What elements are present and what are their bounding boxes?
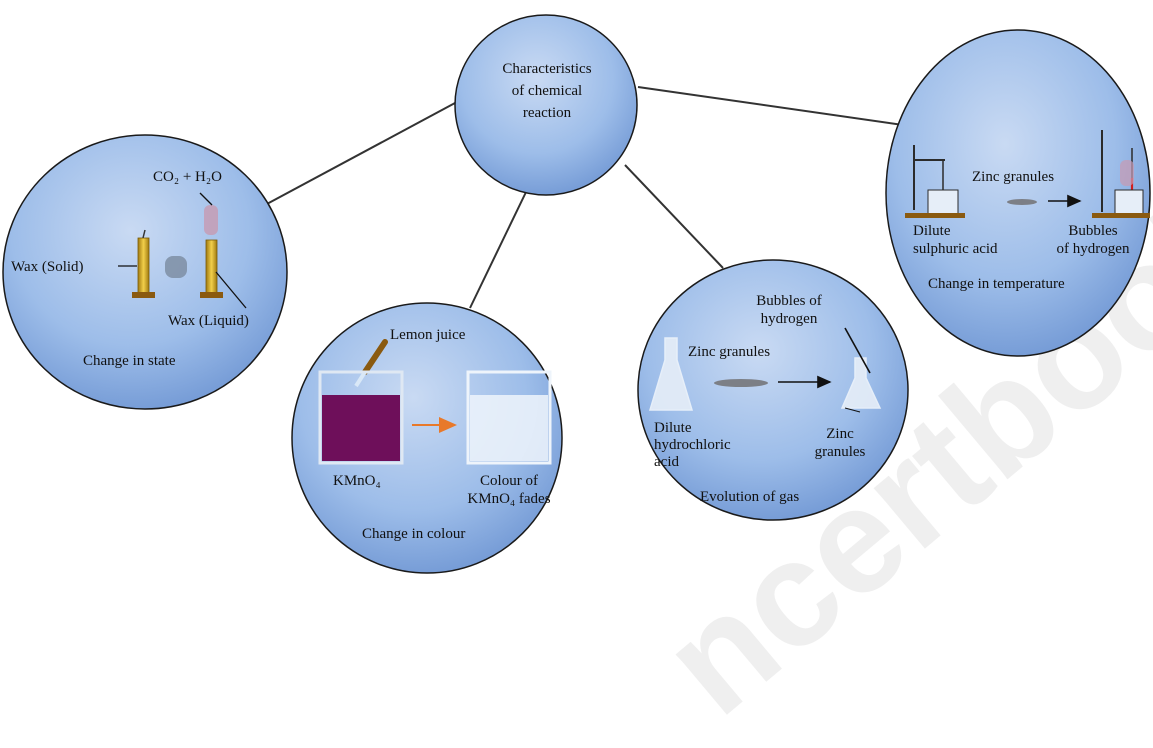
- flame-blur: [165, 256, 187, 278]
- colour-caption: Change in colour: [362, 526, 466, 542]
- temp-zinc-label: Zinc granules: [972, 169, 1055, 185]
- gas-acid-line-2: hydrochloric: [654, 437, 731, 453]
- liquid-wax-candle: [205, 239, 218, 295]
- smoke-right: [1120, 160, 1134, 186]
- gas-zinc2-line-1: Zinc: [826, 426, 854, 442]
- bubbles-pointer: [844, 327, 871, 374]
- connector-colour: [469, 189, 528, 309]
- temp-acid-line-1: Dilute: [913, 223, 951, 239]
- liquid-pointer: [215, 271, 247, 309]
- solid-candle-wick: [142, 229, 146, 239]
- gas-bubbles-label: Bubbles of hydrogen: [737, 292, 841, 328]
- diagram-canvas: [2, 14, 1151, 574]
- beaker-right: [466, 370, 552, 465]
- state-solid-label: Wax (Solid): [11, 259, 84, 275]
- temp-bubble: [885, 29, 1151, 357]
- beaker-temp-right: [1114, 189, 1144, 215]
- zinc-pointer: [844, 407, 861, 413]
- temp-bubbles-label: Bubbles of hydrogen: [1038, 222, 1148, 258]
- connector-state: [264, 102, 456, 206]
- gas-zinc-label: Zinc granules: [688, 344, 771, 360]
- center-title-line-1: Characteristics: [502, 61, 592, 77]
- colour-fades-line-2: KMnO₄ fades: [467, 491, 551, 507]
- temp-bubbles-line-2: of hydrogen: [1056, 241, 1130, 257]
- gas-zinc2-label: Zinc granules: [805, 425, 875, 461]
- colour-lemon-label: Lemon juice: [390, 327, 466, 343]
- gas-caption: Evolution of gas: [700, 489, 800, 505]
- dropper-tip: [354, 370, 367, 388]
- center-title-line-2: of chemical: [511, 83, 583, 99]
- connector-temp: [637, 86, 904, 126]
- center-title: Characteristics of chemical reaction: [486, 58, 608, 124]
- beaker-left-liquid: [322, 395, 400, 461]
- gas-bubble: [637, 259, 909, 521]
- zinc-granules-right: [1007, 199, 1037, 205]
- colour-fades-line-1: Colour of: [480, 473, 538, 489]
- gas-zinc2-line-2: granules: [814, 444, 866, 460]
- product-pointer: [199, 192, 213, 206]
- temp-bubbles-line-1: Bubbles: [1068, 223, 1118, 239]
- state-liquid-label: Wax (Liquid): [168, 313, 249, 329]
- stand-base-right: [1092, 213, 1150, 218]
- zinc-granules-left: [714, 379, 768, 387]
- dropper-icon: [362, 339, 388, 375]
- gas-bubbles-line-2: hydrogen: [760, 311, 818, 327]
- gas-bubbles-line-1: Bubbles of: [756, 293, 822, 309]
- flask-right: [840, 357, 882, 409]
- state-product-label: CO₂ + H₂O: [153, 169, 222, 185]
- beaker-right-liquid: [470, 395, 548, 461]
- flask-left: [648, 337, 694, 411]
- gas-illustration: [648, 327, 882, 413]
- liquid-candle-stand: [200, 292, 223, 298]
- gas-acid-label: Dilute hydrochloric acid: [654, 420, 731, 471]
- colour-illustration: [318, 339, 552, 465]
- gas-acid-line-3: acid: [654, 454, 679, 470]
- state-caption: Change in state: [83, 353, 176, 369]
- center-bubble: [454, 14, 638, 196]
- temp-caption: Change in temperature: [928, 276, 1065, 292]
- beaker-temp-left: [927, 189, 959, 215]
- solid-wax-candle: [137, 237, 150, 295]
- solid-candle-stand: [132, 292, 155, 298]
- temp-acid-line-2: sulphuric acid: [913, 241, 998, 257]
- colour-fades-label: Colour of KMnO₄ fades: [454, 472, 564, 508]
- connector-lines: [264, 86, 904, 309]
- stand-base-left: [905, 213, 965, 218]
- beaker-left: [318, 370, 404, 465]
- gas-acid-line-1: Dilute: [654, 420, 692, 436]
- state-illustration: [118, 192, 247, 309]
- temp-acid-label: Dilute sulphuric acid: [913, 222, 998, 258]
- colour-kmno4-label: KMnO₄: [333, 473, 381, 489]
- center-title-line-3: reaction: [522, 105, 572, 121]
- temp-illustration: [905, 130, 1150, 218]
- connector-gas: [624, 164, 724, 269]
- smoke-blur: [204, 205, 218, 235]
